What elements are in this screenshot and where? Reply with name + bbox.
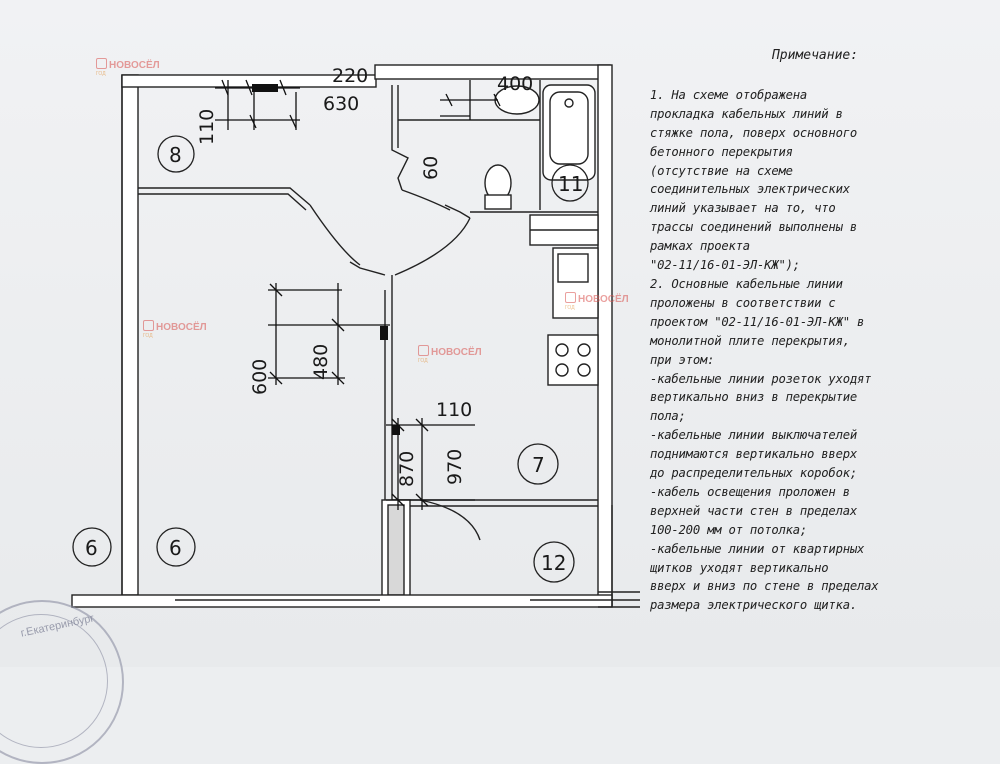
room-circle-7: [517, 443, 559, 485]
socket-marker-mid: [380, 326, 388, 340]
dim-110-mid: 110: [436, 399, 472, 421]
room-circle-6-outer: [72, 527, 112, 567]
notes-body: 1. На схеме отображена прокладка кабельны…: [650, 86, 990, 615]
note-line: вверх и вниз по стене в пределах: [650, 579, 879, 594]
note-line: размера электрического щитка.: [650, 598, 857, 613]
room-circle-12: [533, 541, 575, 583]
note-line: -кабельные линии от квартирных: [650, 541, 865, 556]
dim-110-top: 110: [196, 109, 218, 145]
room-number-11: 11: [558, 172, 583, 196]
note-line: линий указывает на то, что: [650, 201, 836, 216]
note-line: 2. Основные кабельные линии: [650, 276, 843, 291]
dim-400: 400: [497, 73, 533, 95]
room-circle-6-inner: [156, 527, 196, 567]
room-circle-11: [551, 164, 589, 202]
note-line: проектом "02-11/16-01-ЭЛ-КЖ" в: [650, 314, 865, 329]
dim-60: 60: [420, 156, 442, 180]
note-line: при этом:: [650, 352, 715, 367]
note-line: прокладка кабельных линий в: [650, 106, 843, 121]
note-line: -кабель освещения проложен в: [650, 484, 850, 499]
note-line: до распределительных коробок;: [650, 466, 857, 481]
note-line: 100-200 мм от потолка;: [650, 522, 808, 537]
note-line: -кабельные линии розеток уходят: [650, 371, 872, 386]
note-line: 1. На схеме отображена: [650, 87, 808, 102]
note-line: монолитной плите перекрытия,: [650, 333, 850, 348]
note-line: проложены в соответствии с: [650, 295, 836, 310]
note-line: (отсутствие на схеме: [650, 163, 793, 178]
room-number-12: 12: [541, 551, 566, 575]
note-line: верхней части стен в пределах: [650, 503, 857, 518]
note-line: поднимаются вертикально вверх: [650, 447, 857, 462]
floor-plan: 220 630 110 400 60 600 480 110 870 970 8…: [71, 64, 640, 608]
room-number-8: 8: [169, 143, 182, 167]
room-circle-8: [157, 135, 195, 173]
room-number-6-inner: 6: [169, 536, 182, 560]
note-line: "02-11/16-01-ЭЛ-КЖ");: [650, 258, 800, 273]
note-line: соединительных электрических: [650, 182, 850, 197]
room-number-6-outer: 6: [85, 536, 98, 560]
note-line: -кабельные линии выключателей: [650, 428, 857, 443]
dim-220: 220: [332, 65, 368, 87]
note-line: бетонного перекрытия: [650, 144, 793, 159]
note-line: щитков уходят вертикально: [650, 560, 829, 575]
socket-marker-low: [392, 425, 400, 435]
dim-870: 870: [396, 451, 418, 487]
note-line: рамках проекта: [650, 239, 750, 254]
wall-right: [597, 64, 613, 606]
note-line: стяжке пола, поверх основного: [650, 125, 857, 140]
notes-panel: Примечание: 1. На схеме отображена прокла…: [650, 47, 990, 615]
wall-top-bath: [374, 64, 611, 80]
note-line: трассы соединений выполнены в: [650, 220, 857, 235]
note-line: пола;: [650, 409, 686, 424]
dim-970: 970: [444, 449, 466, 485]
note-line: вертикально вниз в перекрытие: [650, 390, 857, 405]
wall-left-outer: [121, 74, 139, 596]
notes-title: Примечание:: [771, 48, 859, 63]
dim-630: 630: [323, 93, 359, 115]
dim-480: 480: [310, 344, 332, 380]
dim-600: 600: [249, 359, 271, 395]
room-number-7: 7: [532, 453, 545, 477]
